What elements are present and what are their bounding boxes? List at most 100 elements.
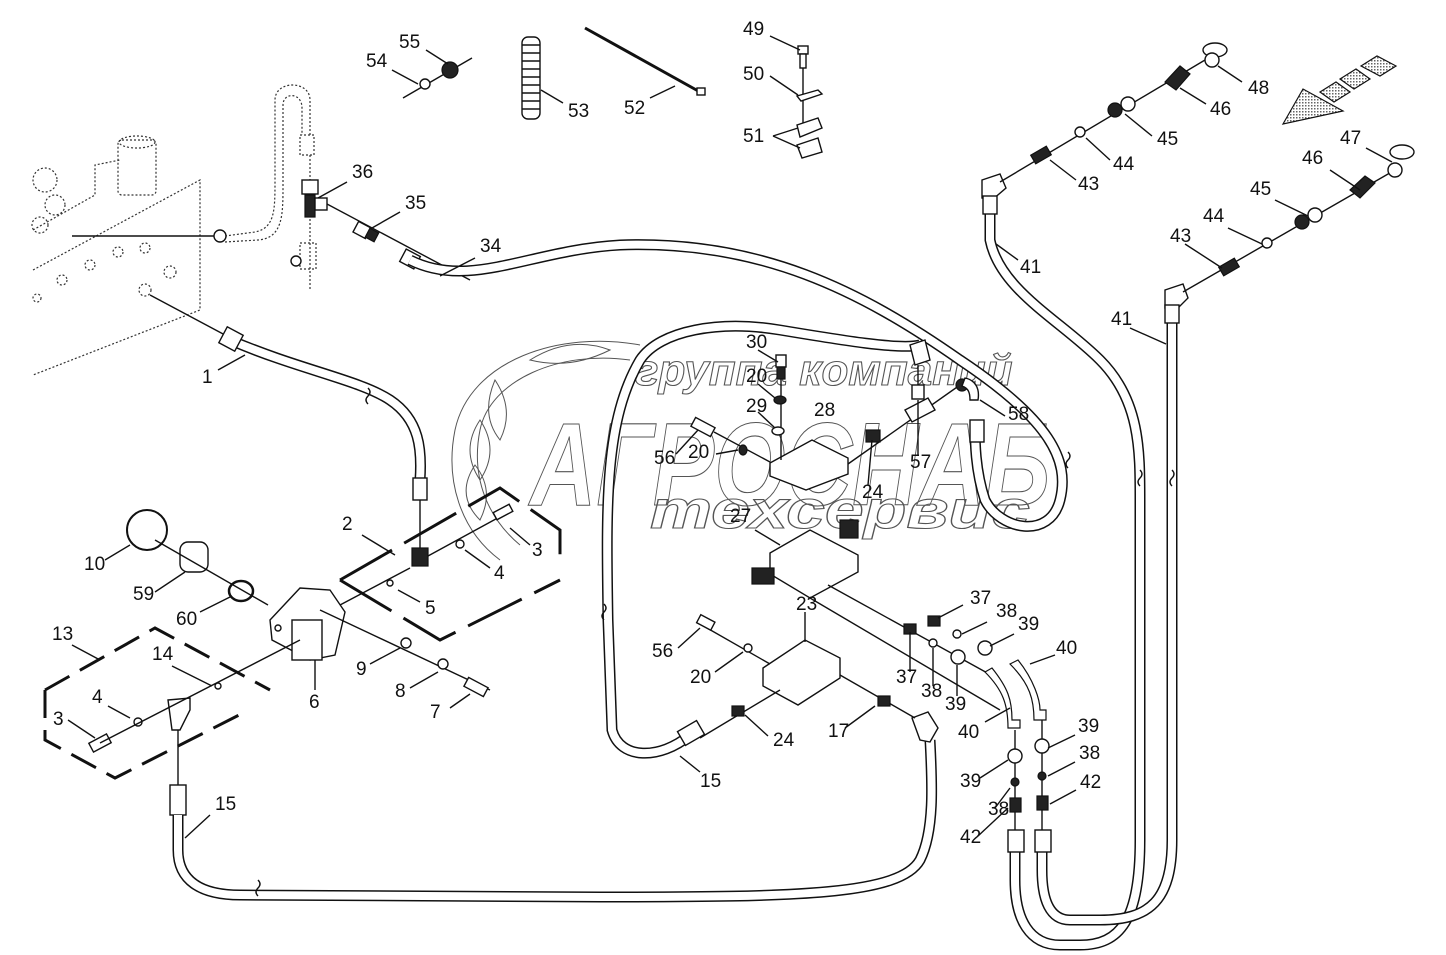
leader-line [540,89,564,104]
part-number-label: 46 [1302,148,1323,169]
part-number-label: 3 [532,540,543,561]
part-number-label: 40 [958,722,979,743]
leader-line [449,693,471,709]
callout-5: 5 [397,589,436,619]
part-number-label: 24 [862,482,884,503]
leader-line [1124,113,1153,137]
leader-line [769,75,799,96]
part-number-label: 45 [1250,179,1271,200]
valve-block-23 [695,612,916,739]
callout-6: 6 [309,660,320,713]
callout-39: 39 [1047,716,1099,749]
part-number-label: 38 [988,799,1009,820]
leader-line [1029,654,1056,665]
part-number-label: 50 [743,64,764,85]
part-number-label: 38 [996,601,1017,622]
leader-line [71,644,101,661]
part-number-label: 23 [796,594,817,615]
hose-15 [169,320,939,903]
part-number-label: 48 [1248,78,1269,99]
part-number-label: 28 [814,400,835,421]
part-number-label: 52 [624,98,645,119]
part-number-label: 46 [1210,99,1231,120]
protective-sleeve [521,36,541,120]
part-number-label: 39 [960,771,981,792]
leader-line [714,651,744,673]
part-number-label: 5 [425,598,436,619]
callout-36: 36 [317,162,373,199]
callout-41: 41 [995,243,1041,278]
part-number-label: 17 [828,721,849,742]
callout-54: 54 [366,51,419,85]
leader-line [397,589,421,603]
callout-46: 46 [1302,148,1361,191]
callout-15: 15 [184,794,236,839]
callout-58: 58 [979,399,1029,425]
part-number-label: 10 [84,554,105,575]
callout-20: 20 [746,366,776,399]
callout-29: 29 [746,396,776,429]
part-number-label: 29 [746,396,767,417]
callout-23: 23 [796,594,817,615]
callout-48: 48 [1217,65,1269,99]
callout-10: 10 [84,544,131,575]
leader-line [154,571,186,593]
callout-4: 4 [92,687,131,719]
callout-20: 20 [690,651,744,688]
valve-block-27 [751,519,1001,711]
leader-line [1274,199,1309,217]
callout-44: 44 [1085,137,1135,175]
leader-line [391,69,419,85]
part-number-label: 15 [700,771,721,792]
callout-27: 27 [730,506,781,546]
part-number-label: 2 [342,514,353,535]
part-number-label: 53 [568,101,589,122]
leader-line [464,549,491,569]
part-number-label: 44 [1113,154,1135,175]
hose-34 [407,239,1068,532]
leader-line [1365,147,1393,163]
part-number-label: 13 [52,624,73,645]
callout-13: 13 [52,624,101,661]
part-number-label: 4 [494,563,505,584]
part-number-label: 6 [309,692,320,713]
leader-line [677,627,701,649]
leader-line [67,719,96,739]
part-number-label: 35 [405,193,426,214]
assembly-13 [43,626,301,790]
callout-37: 37 [937,588,991,619]
leader-line [184,814,211,839]
callout-42: 42 [1049,772,1101,805]
part-number-label: 14 [152,644,174,665]
callout-46: 46 [1179,87,1231,120]
nut-and-ring [402,57,473,99]
callout-1: 1 [202,354,246,388]
callout-52: 52 [624,85,676,119]
callout-38: 38 [921,648,942,702]
callout-60: 60 [176,595,233,630]
part-number-label: 3 [53,709,64,730]
part-number-label: 20 [746,366,767,387]
leader-line [867,439,873,486]
leader-line [757,349,779,363]
part-number-label: 30 [746,332,767,353]
callout-38: 38 [961,601,1017,635]
callout-17: 17 [828,705,876,742]
filter-housing [126,509,491,698]
part-number-label: 20 [688,442,709,463]
leader-line [199,595,233,613]
assembly-2 [339,486,562,642]
part-number-label: 9 [356,659,367,680]
part-number-label: 8 [395,681,406,702]
callout-15: 15 [679,755,721,792]
leader-line [649,85,676,99]
callout-34: 34 [439,236,502,277]
part-number-label: 49 [743,19,764,40]
callout-44: 44 [1203,206,1263,245]
callout-42: 42 [960,807,1009,848]
leader-line [1179,87,1207,105]
leader-line [1047,734,1076,749]
part-number-label: 39 [1078,716,1099,737]
leader-line [769,35,801,51]
